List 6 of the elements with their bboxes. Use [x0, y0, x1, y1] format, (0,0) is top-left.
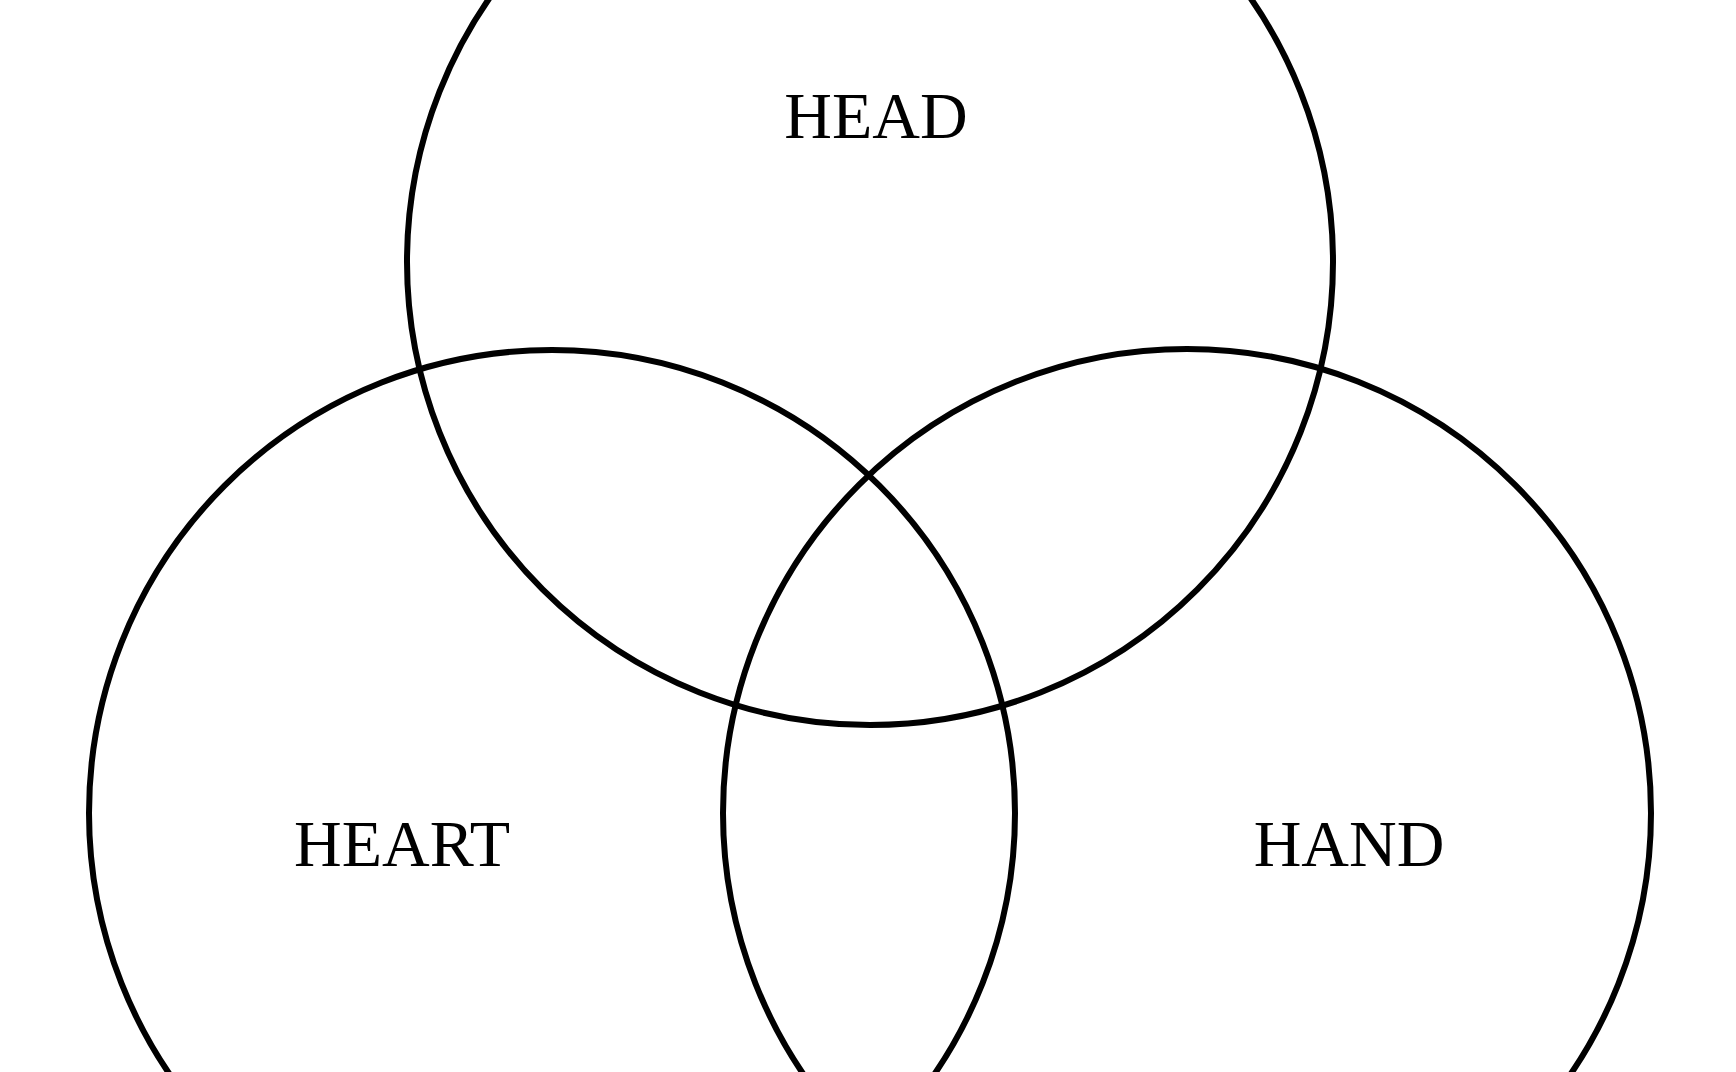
venn-circle	[404, 0, 1336, 728]
circle-label: HEAD	[784, 83, 968, 149]
venn-circle	[720, 346, 1654, 1072]
circle-label: HEART	[294, 811, 510, 877]
venn-circle	[86, 347, 1018, 1072]
circle-label: HAND	[1253, 811, 1445, 877]
